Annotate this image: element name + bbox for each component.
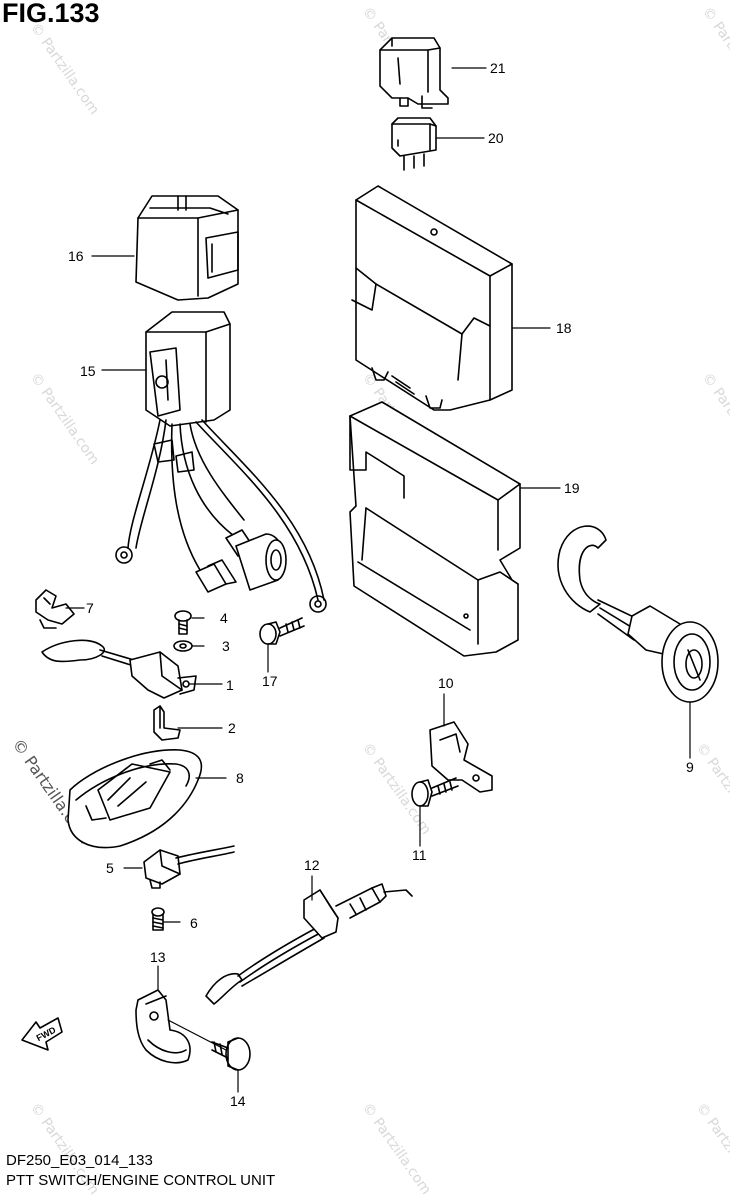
fwd-arrow-icon: FWD bbox=[21, 1017, 63, 1051]
callout-21: 21 bbox=[490, 60, 506, 76]
screw-4-drawing bbox=[174, 610, 192, 635]
module-15-drawing bbox=[115, 311, 327, 613]
callout-12: 12 bbox=[304, 857, 320, 873]
sensor-5-drawing bbox=[143, 845, 235, 889]
relay-20-drawing bbox=[391, 117, 437, 171]
ptt-switch-1-drawing bbox=[41, 639, 197, 699]
bolt-14-drawing bbox=[211, 1037, 251, 1071]
callout-17: 17 bbox=[262, 673, 278, 689]
housing-8-drawing bbox=[67, 749, 203, 849]
callout-6: 6 bbox=[190, 915, 198, 931]
callout-18: 18 bbox=[556, 320, 572, 336]
callout-20: 20 bbox=[488, 130, 504, 146]
callout-19: 19 bbox=[564, 480, 580, 496]
pin-2-drawing bbox=[153, 705, 181, 741]
diagram-code: DF250_E03_014_133 bbox=[6, 1152, 153, 1169]
screw-6-drawing bbox=[151, 907, 165, 931]
mount-19-drawing bbox=[349, 401, 521, 657]
callout-5: 5 bbox=[106, 860, 114, 876]
bolt-17-drawing bbox=[259, 617, 305, 645]
diagram-description: PTT SWITCH/ENGINE CONTROL UNIT bbox=[6, 1172, 276, 1189]
washer-3-drawing bbox=[173, 640, 193, 652]
bolt-11-drawing bbox=[411, 777, 459, 807]
callout-8: 8 bbox=[236, 770, 244, 786]
callout-labels: 21 20 16 15 18 19 7 4 3 1 2 8 5 6 17 9 1… bbox=[68, 60, 694, 1109]
callout-1: 1 bbox=[226, 677, 234, 693]
relay-21-drawing bbox=[379, 37, 449, 109]
callout-16: 16 bbox=[68, 248, 84, 264]
callout-10: 10 bbox=[438, 675, 454, 691]
ecu-18-drawing bbox=[351, 185, 513, 411]
clamp-13-drawing bbox=[135, 989, 191, 1064]
callout-9: 9 bbox=[686, 759, 694, 775]
harness-12-drawing bbox=[205, 883, 413, 1005]
callout-13: 13 bbox=[150, 949, 166, 965]
clip-7-drawing bbox=[35, 589, 75, 629]
cover-16-drawing bbox=[135, 195, 239, 301]
callout-4: 4 bbox=[220, 610, 228, 626]
callout-11: 11 bbox=[412, 847, 427, 863]
callout-2: 2 bbox=[228, 720, 236, 736]
callout-3: 3 bbox=[222, 638, 230, 654]
figure-title: FIG.133 bbox=[2, 0, 100, 28]
callout-15: 15 bbox=[80, 363, 96, 379]
callout-14: 14 bbox=[230, 1093, 246, 1109]
clamp-10-drawing bbox=[429, 721, 493, 793]
key-switch-9-drawing bbox=[557, 525, 719, 703]
callout-7: 7 bbox=[86, 600, 94, 616]
leader-lines bbox=[65, 67, 691, 1093]
